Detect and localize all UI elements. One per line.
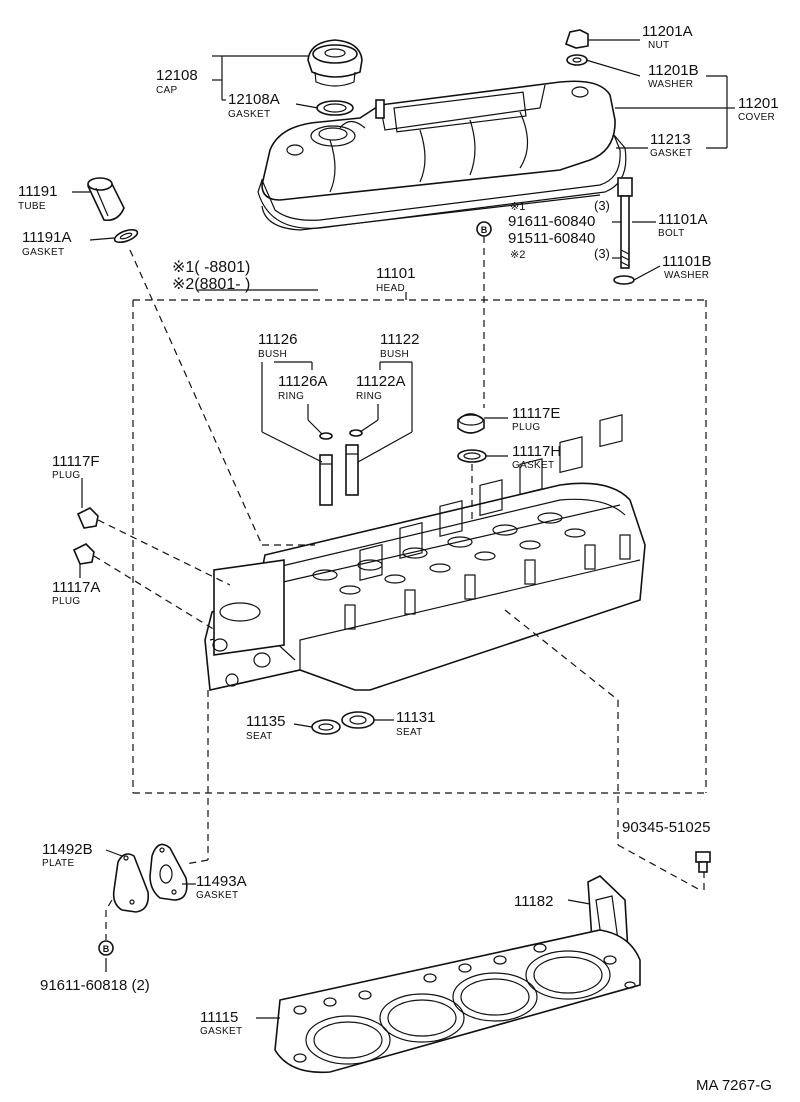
legend-note-1: ※1( -8801) [172, 259, 250, 276]
label-11117H-name: GASKET [512, 460, 554, 471]
b-symbol-bottom-text: B [103, 944, 110, 954]
part-labels: 11201A NUT 11201B WASHER 11201 COVER 112… [18, 23, 779, 1094]
label-11122-name: BUSH [380, 349, 409, 360]
label-11115-number: 11115 [200, 1009, 238, 1026]
label-11493A-name: GASKET [196, 890, 238, 901]
label-11117E-number: 11117E [512, 405, 560, 422]
label-11122-number: 11122 [380, 331, 420, 348]
label-11101-number: 11101 [376, 265, 416, 282]
label-11117E-name: PLUG [512, 422, 540, 433]
label-11131-number: 11131 [396, 709, 436, 726]
leader-lines [72, 39, 735, 1019]
bush-11122-part [345, 444, 359, 496]
label-11126A-number: 11126A [278, 373, 328, 390]
oil-cap-part [307, 39, 363, 87]
bolt-90345-part [695, 851, 711, 873]
gasket-11117H-part [457, 449, 487, 463]
ring-11122A-part [349, 429, 363, 437]
label-11213-number: 11213 [650, 131, 691, 148]
label-11117F-name: PLUG [52, 470, 80, 481]
plate-11492B-part [112, 853, 150, 913]
seat-11135-part [311, 719, 341, 735]
label-11201-number: 11201 [738, 95, 779, 112]
valve-cover-gasket-part [257, 134, 627, 231]
label-11213-name: GASKET [650, 148, 692, 159]
label-11101B-name: WASHER [664, 270, 709, 281]
label-11122A-number: 11122A [356, 373, 406, 390]
label-11122A-name: RING [356, 391, 382, 402]
diagram-code: MA 7267-G [696, 1077, 772, 1094]
assembly-lines [93, 236, 705, 940]
label-11117H-number: 11117H [512, 443, 561, 460]
seat-11131-part [341, 711, 375, 729]
label-11126-number: 11126 [258, 331, 298, 348]
label-90345-number: 90345-51025 [622, 819, 710, 836]
nut-part [565, 29, 589, 49]
label-11131-name: SEAT [396, 727, 423, 738]
bolt-block-number-2: 91511-60840 [508, 230, 595, 247]
gasket-11493A-part [149, 843, 188, 901]
label-11126A-name: RING [278, 391, 304, 402]
label-12108A-name: GASKET [228, 109, 270, 120]
label-11191A-name: GASKET [22, 247, 64, 258]
label-11135-number: 11135 [246, 713, 286, 730]
tube-part [87, 177, 125, 222]
bush-11126-part [319, 454, 333, 506]
label-11101B-number: 11101B [662, 253, 712, 270]
head-gasket-part [274, 929, 641, 1074]
head-bolt-part [617, 177, 633, 269]
bolt-block-mark-2: ※2 [510, 249, 525, 261]
valve-cover-part [261, 80, 616, 201]
b-symbol-top-text: B [481, 225, 488, 235]
label-11492B-number: 11492B [42, 841, 93, 858]
plug-11117A-part [72, 543, 95, 565]
cylinder-head-part [204, 414, 646, 691]
label-11101A-name: BOLT [658, 228, 685, 239]
label-11201-name: COVER [738, 112, 775, 123]
head-boundary-box [132, 292, 707, 794]
bolt-block-number-1: 91611-60840 [508, 213, 595, 230]
label-11101A-number: 11101A [658, 211, 708, 228]
washer-part [566, 54, 588, 66]
b-symbol-top: B [476, 221, 492, 237]
bolt-block-qty-1: (3) [594, 198, 610, 213]
label-11101-name: HEAD [376, 283, 405, 294]
label-11135-name: SEAT [246, 731, 273, 742]
head-bolt-washer-part [613, 275, 635, 285]
oil-cap-gasket-part [316, 100, 354, 116]
b-symbol-bottom: B [98, 940, 114, 956]
label-11117A-number: 11117A [52, 579, 100, 596]
label-11182-number: 11182 [514, 893, 554, 910]
label-11201B-number: 11201B [648, 62, 699, 79]
label-11126-name: BUSH [258, 349, 287, 360]
legend-note-2: ※2(8801- ) [172, 276, 250, 293]
ring-11126A-part [319, 432, 333, 440]
bottom-bolt-number: 91611-60818 (2) [40, 977, 150, 994]
label-11191-name: TUBE [18, 201, 46, 212]
label-11115-name: GASKET [200, 1026, 242, 1037]
plug-11117F-part [76, 507, 99, 529]
label-11201B-name: WASHER [648, 79, 693, 90]
label-11117F-number: 11117F [52, 453, 100, 470]
label-12108-name: CAP [156, 85, 177, 96]
tube-gasket-part [113, 228, 139, 244]
label-11201A-number: 11201A [642, 23, 693, 40]
label-11492B-name: PLATE [42, 858, 74, 869]
label-12108A-number: 12108A [228, 91, 280, 108]
label-11117A-name: PLUG [52, 596, 80, 607]
label-11201A-name: NUT [648, 40, 669, 51]
label-12108-number: 12108 [156, 67, 198, 84]
label-11191A-number: 11191A [22, 229, 72, 246]
label-11191-number: 11191 [18, 183, 58, 200]
plug-11117E-part [457, 413, 485, 434]
bolt-block-mark-1: ※1 [510, 201, 525, 213]
bolt-block-qty-2: (3) [594, 246, 610, 261]
label-11493A-number: 11493A [196, 873, 247, 890]
